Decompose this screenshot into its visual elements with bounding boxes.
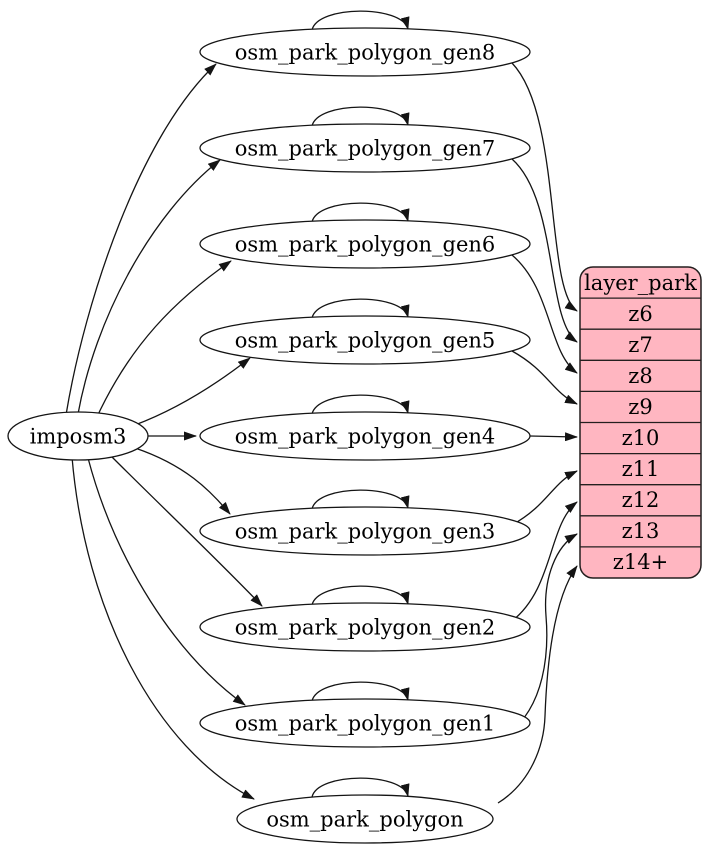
self-loop-gen5 <box>311 298 410 319</box>
self-loop-gen4 <box>311 394 410 415</box>
layer-park-row-z9: z9 <box>628 395 652 419</box>
layer-park-row-z8: z8 <box>628 364 652 388</box>
edge-imposm3-gen3 <box>134 447 231 515</box>
edge-gen6-z8 <box>511 254 578 374</box>
gen4-ellipse <box>199 411 531 461</box>
node-osm-park-polygon-gen8: osm_park_polygon_gen8 <box>199 27 531 77</box>
gen6-ellipse <box>199 219 531 269</box>
gen5-label: osm_park_polygon_gen5 <box>235 329 496 353</box>
osm-park-polygon-label: osm_park_polygon <box>266 808 463 832</box>
self-loop-gen3 <box>311 489 410 510</box>
node-osm-park-polygon: osm_park_polygon <box>236 794 494 844</box>
gen4-label: osm_park_polygon_gen4 <box>235 425 496 449</box>
edges-self-loops <box>311 10 410 798</box>
node-osm-park-polygon-gen1: osm_park_polygon_gen1 <box>199 698 531 748</box>
edge-imposm3-gen1 <box>87 457 246 706</box>
layer-park-row-z10: z10 <box>622 426 660 450</box>
gen8-label: osm_park_polygon_gen8 <box>235 41 496 65</box>
edge-gen2-z12 <box>511 501 578 622</box>
gen6-label: osm_park_polygon_gen6 <box>235 233 496 257</box>
imposm3-ellipse <box>7 411 149 461</box>
node-osm-park-polygon-gen6: osm_park_polygon_gen6 <box>199 219 531 269</box>
layer-park-row-z13: z13 <box>622 519 660 543</box>
self-loop-gen2 <box>311 585 410 606</box>
edge-gen4-z10 <box>529 432 578 442</box>
node-osm-park-polygon-gen4: osm_park_polygon_gen4 <box>199 411 531 461</box>
edge-gen5-z9 <box>511 350 578 405</box>
gen1-ellipse <box>199 698 531 748</box>
layer-park-title: layer_park <box>584 271 697 295</box>
gen7-label: osm_park_polygon_gen7 <box>235 137 496 161</box>
edge-imposm3-gen6 <box>95 260 232 420</box>
layer-park-row-z7: z7 <box>628 333 652 357</box>
edge-imposm3-osm-park-polygon <box>71 456 255 800</box>
layer-park-row-z6: z6 <box>628 302 652 326</box>
self-loop-gen1 <box>311 681 410 702</box>
node-osm-park-polygon-gen2: osm_park_polygon_gen2 <box>199 602 531 652</box>
edge-imposm3-gen5 <box>134 357 251 426</box>
self-loop-gen7 <box>311 106 410 127</box>
gen8-ellipse <box>199 27 531 77</box>
gen3-ellipse <box>199 506 531 556</box>
gen2-ellipse <box>199 602 531 652</box>
edge-gen3-z11 <box>511 470 578 526</box>
layer-park-row-z12: z12 <box>622 488 660 512</box>
layer-park-row-z11: z11 <box>622 457 660 481</box>
self-loop-gen6 <box>311 202 410 223</box>
edge-imposm3-gen7 <box>77 159 221 415</box>
osm-park-polygon-ellipse <box>236 794 494 844</box>
gen1-label: osm_park_polygon_gen1 <box>235 712 496 736</box>
node-osm-park-polygon-gen3: osm_park_polygon_gen3 <box>199 506 531 556</box>
edge-gen1-z13 <box>507 533 578 735</box>
self-loop-osm-park-polygon <box>311 777 410 798</box>
gen5-ellipse <box>199 315 531 365</box>
node-imposm3: imposm3 <box>7 411 149 461</box>
edge-imposm3-gen2 <box>109 454 263 607</box>
edges-tables-to-layer <box>497 62 578 804</box>
edge-osm-park-polygon-z14 <box>497 565 578 804</box>
node-osm-park-polygon-gen7: osm_park_polygon_gen7 <box>199 123 531 173</box>
edge-gen7-z7 <box>511 158 578 343</box>
imposm3-label: imposm3 <box>30 425 127 449</box>
edges-imposm3-to-tables <box>65 63 263 800</box>
gen2-label: osm_park_polygon_gen2 <box>235 616 496 640</box>
node-layer-park: layer_park z6 z7 z8 z9 z10 z11 z12 z13 z… <box>579 266 702 579</box>
edge-gen8-z6 <box>511 62 578 312</box>
gen3-label: osm_park_polygon_gen3 <box>235 520 496 544</box>
gen7-ellipse <box>199 123 531 173</box>
layer-park-row-z14: z14+ <box>613 550 668 574</box>
self-loop-gen8 <box>311 10 410 31</box>
edge-imposm3-gen8 <box>65 63 217 416</box>
node-osm-park-polygon-gen5: osm_park_polygon_gen5 <box>199 315 531 365</box>
